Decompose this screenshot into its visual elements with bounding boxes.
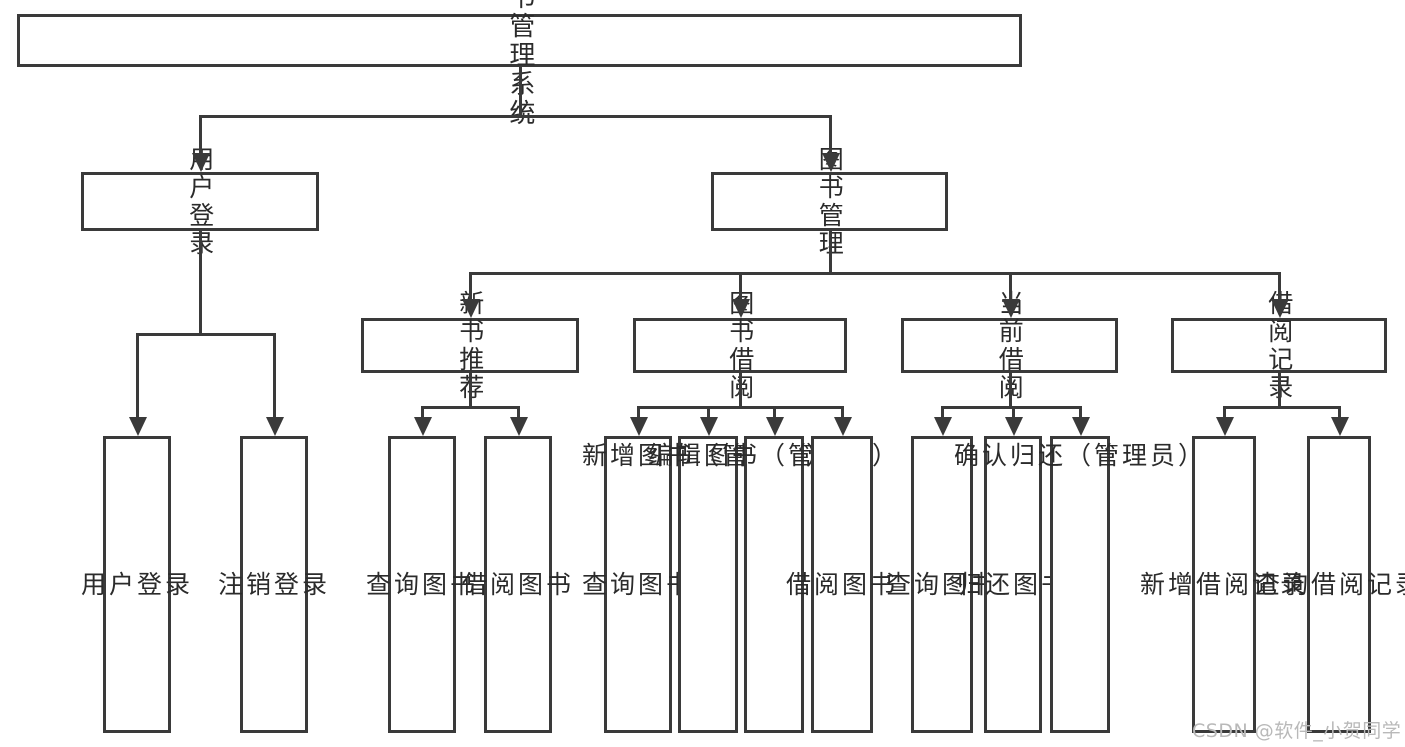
- node-label: 查询图书: [365, 570, 478, 599]
- arrow-to-edit-book-admin: [766, 417, 784, 436]
- node-current-borrow[interactable]: 当前借阅: [901, 290, 1118, 402]
- node-confirm-return-admin[interactable]: 确认归还（管理员）: [954, 436, 1203, 733]
- csdn-watermark: CSDN @软件_小贺同学: [1192, 720, 1402, 742]
- edge-book-manage-to-book-borrow: [739, 272, 742, 302]
- arrow-to-add-book-admin: [700, 417, 718, 436]
- edge-borrow-record-to-query-borrow-record: [1338, 406, 1341, 420]
- node-book-borrow[interactable]: 图书借阅: [633, 290, 847, 402]
- arrow-to-current-borrow: [1002, 299, 1020, 318]
- edge-root-to-user-login: [199, 115, 202, 156]
- node-borrow-book-recommend[interactable]: 借阅图书: [462, 436, 571, 733]
- edge-new-book-recommend-bus: [421, 406, 520, 409]
- arrow-to-new-book-recommend: [462, 299, 480, 318]
- node-root-book-management-system[interactable]: 图书管理系统: [17, 0, 1022, 128]
- arrow-to-user-login-leaf: [129, 417, 147, 436]
- edge-new-book-recommend-to-borrow-book-recommend: [517, 406, 520, 420]
- edge-borrow-record-to-add-borrow-record: [1223, 406, 1226, 420]
- node-label: 查询图书: [885, 570, 998, 599]
- arrow-to-query-book-recommend: [414, 417, 432, 436]
- edge-book-manage-bus: [469, 272, 1281, 275]
- edge-root-stem: [519, 67, 522, 115]
- edge-current-borrow-to-confirm-return-admin: [1079, 406, 1082, 420]
- edge-user-login-to-user-logout-leaf: [273, 333, 276, 420]
- edge-root-bus: [199, 115, 832, 118]
- node-new-book-recommend[interactable]: 新书推荐: [361, 290, 579, 402]
- node-user-logout-leaf[interactable]: 注销登录: [218, 436, 327, 733]
- node-label: 新增借阅记录: [1139, 570, 1308, 599]
- node-user-login[interactable]: 用户登录: [81, 146, 319, 258]
- arrow-to-query-book-borrow: [630, 417, 648, 436]
- edge-borrow-record-stem: [1278, 373, 1281, 406]
- node-query-book-recommend[interactable]: 查询图书: [366, 436, 475, 733]
- node-return-book-current[interactable]: 归还图书: [957, 436, 1066, 733]
- arrow-to-return-book-current: [1005, 417, 1023, 436]
- node-label: 用户登录: [80, 570, 193, 599]
- node-label: 查询图书: [581, 570, 694, 599]
- edge-book-manage-stem: [829, 231, 832, 272]
- node-add-book-admin[interactable]: 新增图书（管理员）: [582, 436, 831, 733]
- edge-new-book-recommend-to-query-book-recommend: [421, 406, 424, 420]
- edge-current-borrow-to-query-book-current: [941, 406, 944, 420]
- arrow-to-user-login: [192, 153, 210, 172]
- node-query-book-current[interactable]: 查询图书: [886, 436, 995, 733]
- edge-borrow-record-bus: [1223, 406, 1341, 409]
- edge-book-borrow-stem: [739, 373, 742, 406]
- edge-current-borrow-stem: [1009, 373, 1012, 406]
- edge-root-to-book-manage: [829, 115, 832, 156]
- node-borrow-book-borrow[interactable]: 借阅图书: [786, 436, 895, 733]
- edge-book-manage-to-new-book-recommend: [469, 272, 472, 302]
- node-add-borrow-record[interactable]: 新增借阅记录: [1140, 436, 1305, 733]
- node-query-borrow-record[interactable]: 查询借阅记录: [1255, 436, 1405, 733]
- node-borrow-record[interactable]: 借阅记录: [1171, 290, 1387, 402]
- node-user-login-leaf[interactable]: 用户登录: [81, 436, 190, 733]
- node-label: 查询借阅记录: [1254, 570, 1405, 599]
- arrow-to-book-borrow: [732, 299, 750, 318]
- arrow-to-borrow-book-borrow: [834, 417, 852, 436]
- node-label: 归还图书: [956, 570, 1069, 599]
- node-query-book-borrow[interactable]: 查询图书: [582, 436, 691, 733]
- arrow-to-borrow-record: [1271, 299, 1289, 318]
- edge-book-borrow-to-edit-book-admin: [773, 406, 776, 420]
- node-edit-book-admin[interactable]: 编辑图书（管理员）: [648, 436, 897, 733]
- arrow-to-add-borrow-record: [1216, 417, 1234, 436]
- edge-new-book-recommend-stem: [469, 373, 472, 406]
- edge-book-borrow-to-borrow-book-borrow: [841, 406, 844, 420]
- arrow-to-user-logout-leaf: [266, 417, 284, 436]
- node-label: 确认归还（管理员）: [953, 441, 1206, 470]
- arrow-to-borrow-book-recommend: [510, 417, 528, 436]
- edge-book-borrow-bus: [637, 406, 844, 409]
- node-label: 借阅图书: [461, 570, 574, 599]
- edge-current-borrow-bus: [941, 406, 1082, 409]
- edge-user-login-to-user-login-leaf: [136, 333, 139, 420]
- edge-user-login-bus: [136, 333, 276, 336]
- arrow-to-query-book-current: [934, 417, 952, 436]
- arrow-to-query-borrow-record: [1331, 417, 1349, 436]
- node-label: 借阅图书: [785, 570, 898, 599]
- arrow-to-book-manage: [822, 153, 840, 172]
- edge-book-manage-to-borrow-record: [1278, 272, 1281, 302]
- node-book-manage[interactable]: 图书管理: [711, 146, 948, 258]
- node-label: 注销登录: [217, 570, 330, 599]
- edge-book-borrow-to-query-book-borrow: [637, 406, 640, 420]
- arrow-to-confirm-return-admin: [1072, 417, 1090, 436]
- edge-book-manage-to-current-borrow: [1009, 272, 1012, 302]
- edge-user-login-stem: [199, 231, 202, 333]
- edge-book-borrow-to-add-book-admin: [707, 406, 710, 420]
- edge-current-borrow-to-return-book-current: [1012, 406, 1015, 420]
